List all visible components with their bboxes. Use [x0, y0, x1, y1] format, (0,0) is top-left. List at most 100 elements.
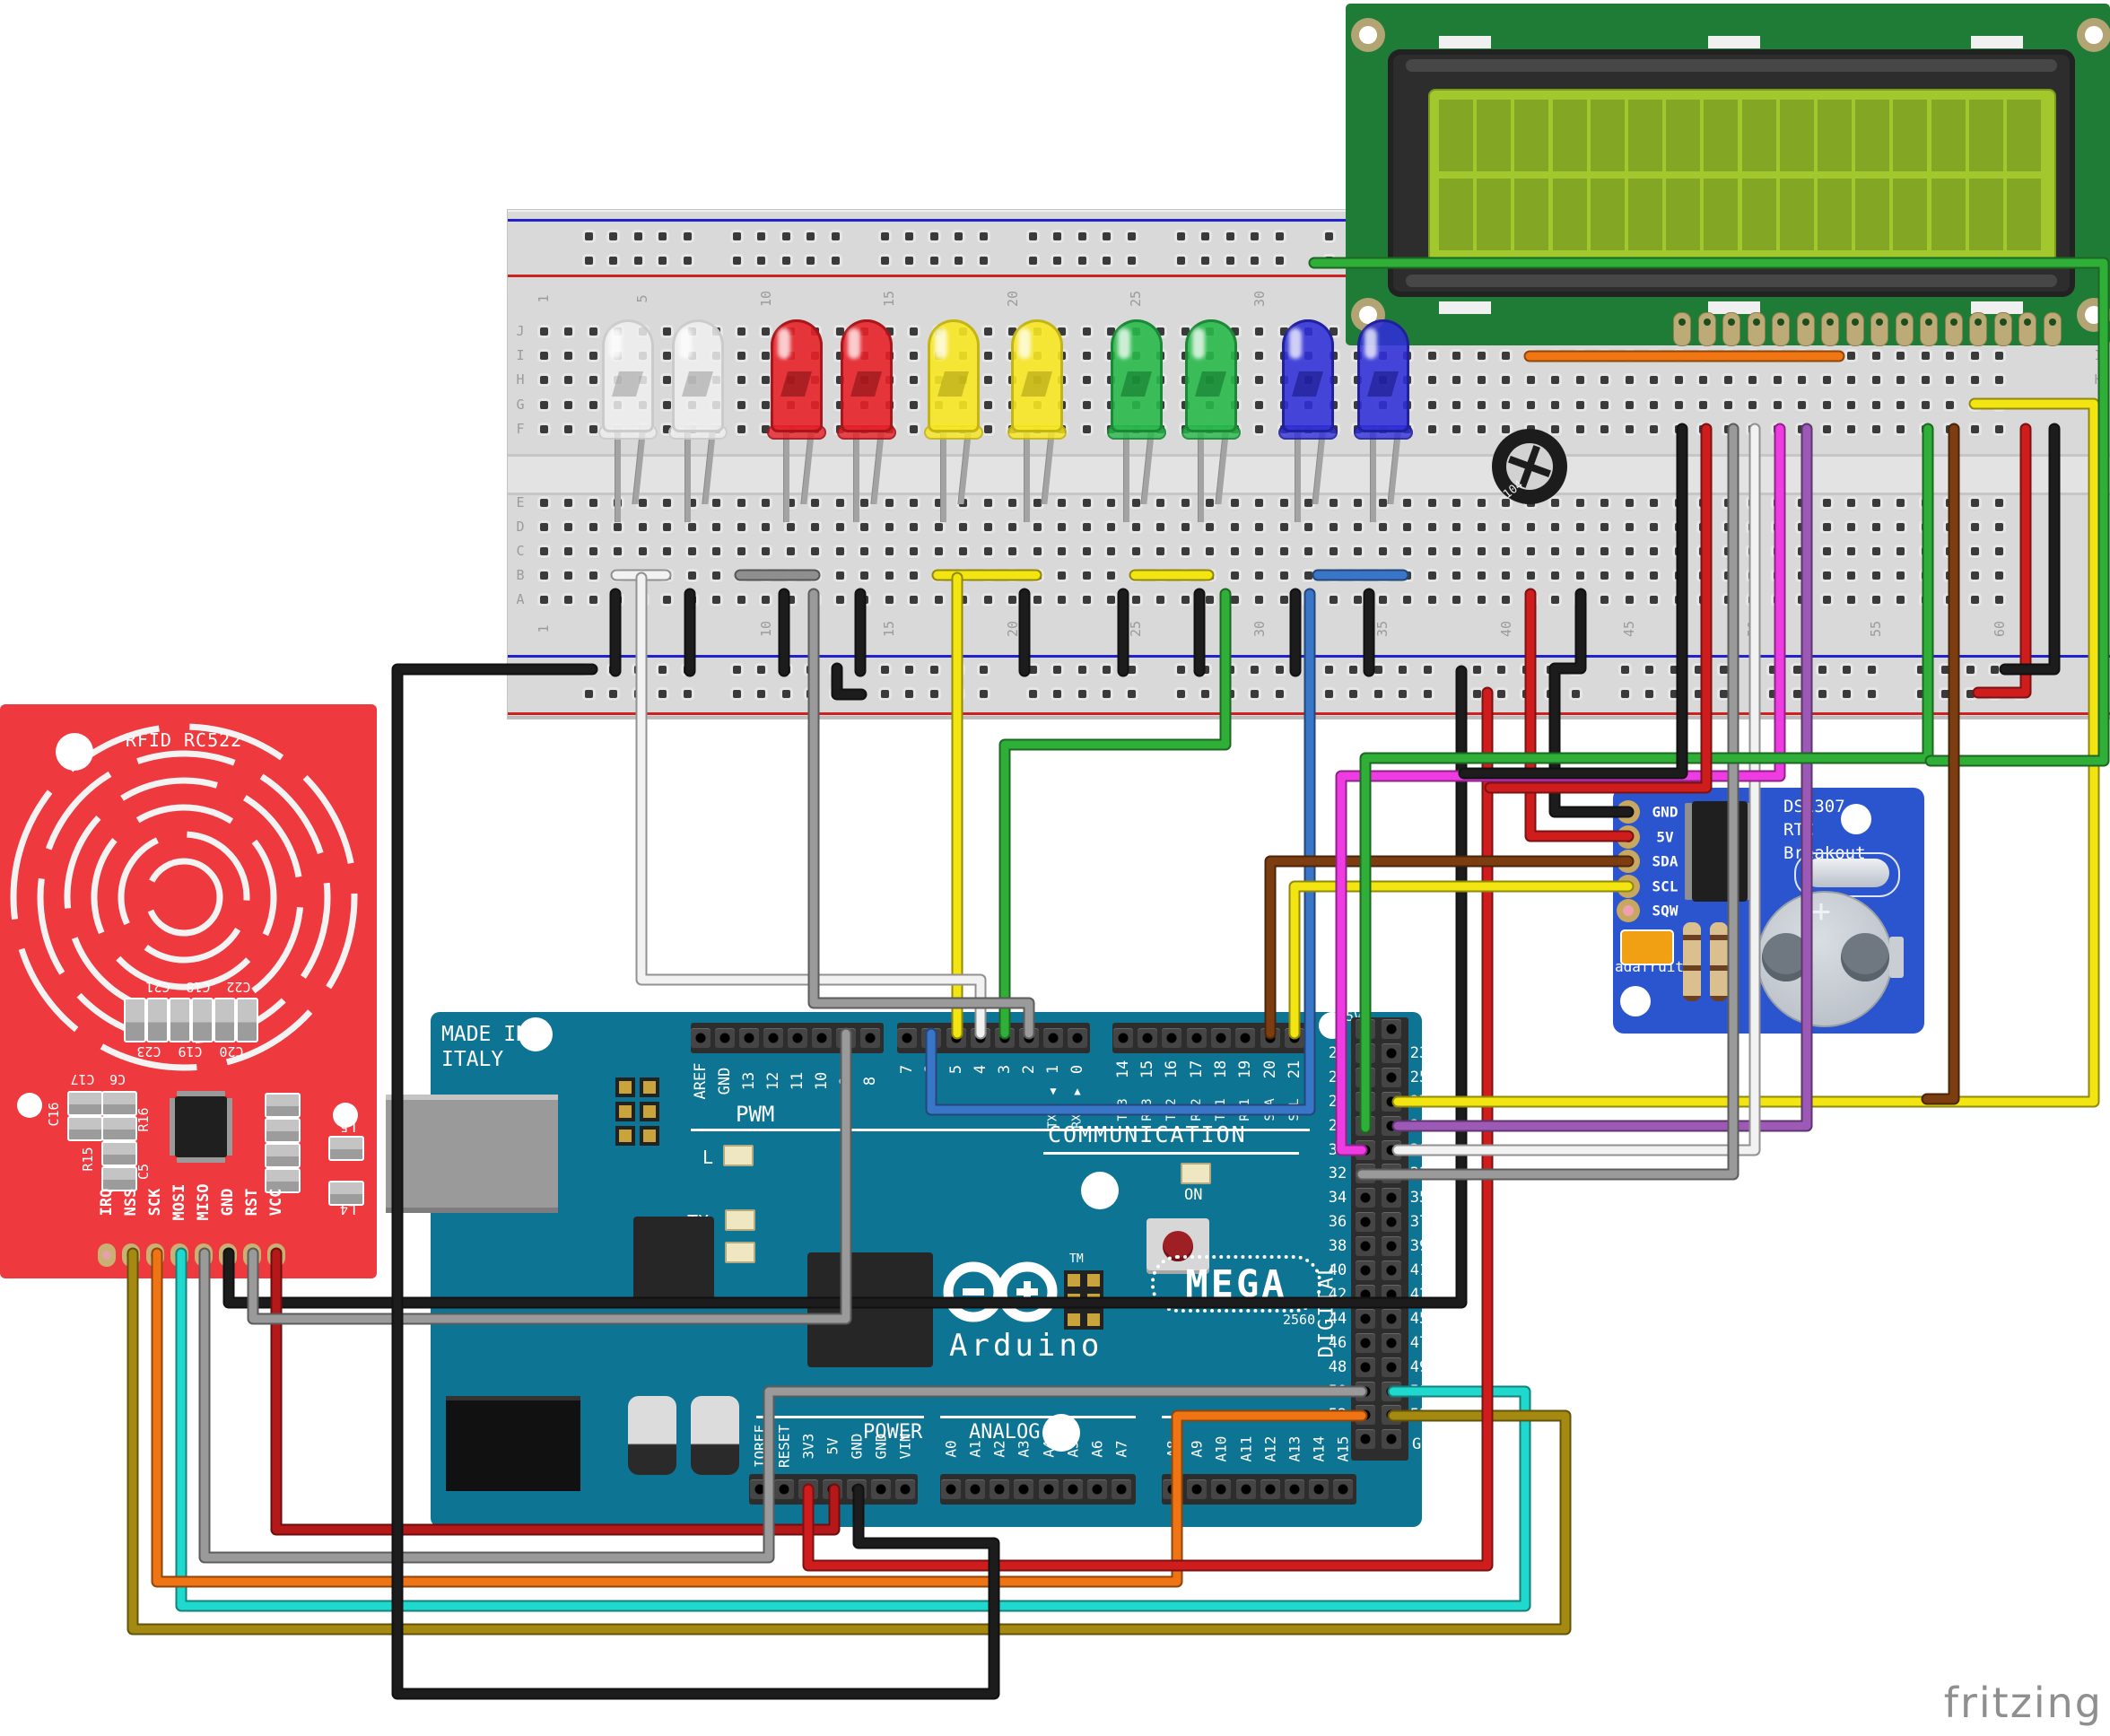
breadboard-hole[interactable]	[910, 498, 918, 507]
breadboard-hole[interactable]	[712, 522, 720, 531]
breadboard-rail-hole[interactable]	[683, 231, 692, 240]
breadboard-hole[interactable]	[589, 375, 597, 384]
breadboard-hole[interactable]	[1871, 498, 1880, 507]
breadboard-rail-hole[interactable]	[1251, 256, 1259, 265]
breadboard-rail-hole[interactable]	[683, 689, 692, 698]
breadboard-hole[interactable]	[1625, 546, 1634, 555]
breadboard-hole[interactable]	[1156, 498, 1164, 507]
breadboard-rail-hole[interactable]	[1103, 231, 1111, 240]
breadboard-hole[interactable]	[835, 571, 844, 580]
breadboard-hole[interactable]	[1255, 595, 1263, 604]
breadboard-rail-hole[interactable]	[781, 231, 790, 240]
breadboard-rail-hole[interactable]	[1867, 689, 1876, 698]
breadboard-rail-hole[interactable]	[1127, 231, 1136, 240]
breadboard-hole[interactable]	[564, 595, 572, 604]
breadboard-hole[interactable]	[1748, 375, 1757, 384]
pin-socket[interactable]	[812, 1028, 832, 1048]
breadboard-hole[interactable]	[564, 424, 572, 433]
breadboard-hole[interactable]	[1082, 498, 1091, 507]
breadboard-rail-hole[interactable]	[1324, 231, 1333, 240]
breadboard-hole[interactable]	[762, 546, 770, 555]
breadboard-hole[interactable]	[1625, 400, 1634, 409]
breadboard-hole[interactable]	[1403, 546, 1411, 555]
breadboard-hole[interactable]	[1526, 400, 1535, 409]
breadboard-hole[interactable]	[1995, 595, 2003, 604]
breadboard-hole[interactable]	[589, 595, 597, 604]
breadboard-hole[interactable]	[1131, 498, 1140, 507]
breadboard-rail-hole[interactable]	[1251, 689, 1259, 698]
breadboard-hole[interactable]	[1131, 595, 1140, 604]
breadboard-hole[interactable]	[1600, 522, 1609, 531]
lcd-pin[interactable]	[1993, 312, 2012, 346]
breadboard-hole[interactable]	[910, 375, 918, 384]
breadboard-rail-hole[interactable]	[1349, 689, 1357, 698]
breadboard-hole[interactable]	[1452, 375, 1460, 384]
breadboard-rail-hole[interactable]	[1423, 689, 1432, 698]
breadboard-rail-hole[interactable]	[683, 256, 692, 265]
breadboard-hole[interactable]	[614, 522, 622, 531]
wire-black-lcd-tap[interactable]	[1458, 423, 1688, 780]
breadboard-hole[interactable]	[1452, 546, 1460, 555]
breadboard-rail-hole[interactable]	[1373, 665, 1382, 674]
breadboard-rail-hole[interactable]	[1103, 665, 1111, 674]
breadboard-hole[interactable]	[1107, 522, 1115, 531]
wire-red-right-rail[interactable]	[1972, 423, 2032, 699]
breadboard-rail-hole[interactable]	[1127, 665, 1136, 674]
breadboard-hole[interactable]	[1181, 595, 1190, 604]
breadboard-hole[interactable]	[1255, 400, 1263, 409]
breadboard-hole[interactable]	[539, 400, 548, 409]
breadboard-hole[interactable]	[1896, 571, 1905, 580]
breadboard-hole[interactable]	[762, 327, 770, 336]
breadboard-hole[interactable]	[811, 522, 819, 531]
breadboard-rail-hole[interactable]	[880, 256, 889, 265]
breadboard-hole[interactable]	[1255, 327, 1263, 336]
breadboard-hole[interactable]	[1279, 571, 1288, 580]
breadboard-hole[interactable]	[1279, 546, 1288, 555]
breadboard-hole[interactable]	[1625, 571, 1634, 580]
breadboard-hole[interactable]	[1575, 424, 1584, 433]
breadboard-hole[interactable]	[1970, 522, 1979, 531]
breadboard-hole[interactable]	[1033, 498, 1042, 507]
breadboard-hole[interactable]	[835, 498, 844, 507]
breadboard-hole[interactable]	[1575, 375, 1584, 384]
breadboard-hole[interactable]	[737, 351, 745, 360]
breadboard-hole[interactable]	[1304, 546, 1312, 555]
breadboard-hole[interactable]	[1551, 498, 1559, 507]
breadboard-hole[interactable]	[1970, 351, 1979, 360]
breadboard-rail-hole[interactable]	[609, 231, 617, 240]
breadboard-rail-hole[interactable]	[979, 689, 988, 698]
breadboard-hole[interactable]	[1452, 498, 1460, 507]
breadboard-hole[interactable]	[1921, 351, 1930, 360]
breadboard-hole[interactable]	[1058, 522, 1066, 531]
breadboard-rail-hole[interactable]	[1077, 231, 1086, 240]
pin-socket[interactable]	[1382, 1067, 1401, 1087]
icsp-pin[interactable]	[1084, 1270, 1103, 1290]
breadboard-hole[interactable]	[1156, 522, 1164, 531]
breadboard-hole[interactable]	[762, 375, 770, 384]
breadboard-hole[interactable]	[1279, 327, 1288, 336]
breadboard-hole[interactable]	[1107, 327, 1115, 336]
breadboard-hole[interactable]	[737, 400, 745, 409]
breadboard-hole[interactable]	[1921, 400, 1930, 409]
breadboard-hole[interactable]	[1008, 327, 1016, 336]
breadboard-rail-hole[interactable]	[880, 665, 889, 674]
breadboard-hole[interactable]	[638, 522, 647, 531]
breadboard-hole[interactable]	[663, 327, 671, 336]
breadboard-hole[interactable]	[1403, 498, 1411, 507]
breadboard-hole[interactable]	[589, 351, 597, 360]
breadboard-hole[interactable]	[1354, 522, 1362, 531]
breadboard-rail-hole[interactable]	[979, 256, 988, 265]
breadboard-rail-hole[interactable]	[1620, 665, 1629, 674]
breadboard-hole[interactable]	[1477, 424, 1486, 433]
pin-socket[interactable]	[895, 1479, 915, 1499]
breadboard-hole[interactable]	[1378, 498, 1387, 507]
pin-socket[interactable]	[1356, 1236, 1375, 1257]
breadboard-hole[interactable]	[1970, 424, 1979, 433]
breadboard-rail-hole[interactable]	[1719, 665, 1728, 674]
breadboard-hole[interactable]	[1896, 595, 1905, 604]
pin-socket[interactable]	[1039, 1479, 1059, 1499]
breadboard-rail-hole[interactable]	[609, 256, 617, 265]
breadboard-rail-hole[interactable]	[1103, 256, 1111, 265]
breadboard-hole[interactable]	[1452, 522, 1460, 531]
icsp-pin[interactable]	[1084, 1310, 1103, 1330]
